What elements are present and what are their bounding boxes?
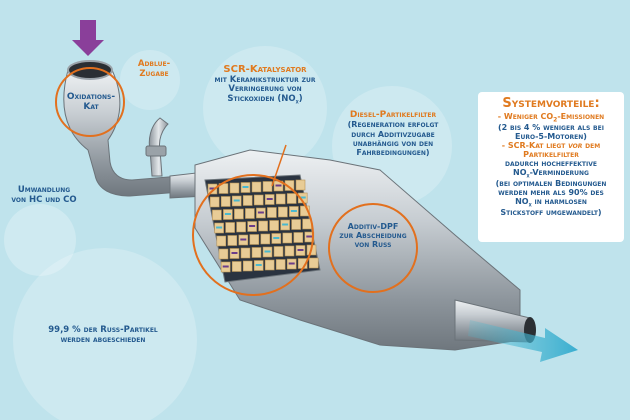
- flow-particle: [242, 186, 249, 188]
- honeycomb-cell: [218, 248, 229, 260]
- honeycomb-cell: [231, 261, 242, 272]
- bubble-particles: [13, 248, 197, 420]
- label-oxidation-cat: Oxidations- Kat: [66, 92, 116, 113]
- flow-particle: [231, 252, 238, 254]
- flow-particle: [224, 213, 231, 215]
- benefit-line-10: NOx in harmlosen: [515, 196, 587, 209]
- flow-particle: [264, 250, 271, 253]
- benefit-line-4: - SCR-Kat liegt vor dem: [501, 140, 601, 150]
- dpf-title: Diesel-Partikelfilter: [349, 110, 437, 120]
- flow-particle: [233, 199, 240, 202]
- dpf-ring: [328, 203, 418, 293]
- label-particles: 99,9 % der Ruß-Partikel werden abgeschie…: [48, 325, 158, 345]
- honeycomb-cell: [227, 235, 238, 246]
- label-adblue: Adblue- Zugabe: [137, 59, 171, 79]
- inlet-opening: [67, 60, 113, 80]
- benefit-line-5: Partikelfilter: [523, 149, 579, 159]
- flow-particle: [275, 184, 282, 187]
- flow-particle: [216, 226, 223, 229]
- bubble-scr: [203, 46, 327, 170]
- honeycomb-cell: [251, 247, 262, 258]
- scr-pointer: [271, 144, 287, 187]
- honeycomb-cell: [264, 259, 275, 271]
- flow-particle: [306, 235, 313, 238]
- honeycomb-cell: [220, 196, 231, 207]
- label-scr: SCR-Katalysator mit Keramikstruktur zur …: [200, 64, 330, 107]
- flow-particle: [222, 265, 229, 268]
- benefit-line-11: Stickstoff umgewandelt): [500, 208, 602, 218]
- honeycomb-cell: [295, 179, 306, 191]
- honeycomb-cell: [273, 246, 284, 257]
- benefit-line-8: (bei optimalen Bedingungen: [495, 178, 607, 188]
- honeycomb-cell: [284, 180, 295, 191]
- label-additive-dpf: Additiv-DPF zur Abscheidung von Ruß: [339, 222, 407, 250]
- honeycomb-cell: [236, 221, 246, 233]
- honeycomb-cell: [234, 208, 244, 220]
- honeycomb-cell: [278, 206, 288, 218]
- honeycomb-cell: [242, 195, 253, 206]
- outlet-flow-arrow: [468, 320, 578, 362]
- label-conversion: Umwandlung von HC und CO: [11, 185, 77, 205]
- scr-line-2: Verringerung von: [228, 84, 302, 95]
- flow-particle: [273, 237, 280, 239]
- honeycomb-cell: [258, 220, 268, 232]
- honeycomb-cell: [216, 235, 227, 247]
- honeycomb-cell: [240, 247, 251, 259]
- honeycomb-cell: [225, 222, 235, 233]
- flow-particle: [257, 211, 264, 214]
- flow-particle: [240, 238, 247, 241]
- flow-particle: [288, 262, 295, 265]
- honeycomb-cell: [275, 193, 286, 205]
- flow-particle: [249, 225, 256, 227]
- honeycomb-cell: [245, 208, 255, 219]
- honeycomb-cell: [291, 219, 301, 230]
- honeycomb-cell: [251, 181, 262, 193]
- flow-particle: [209, 187, 216, 190]
- honeycomb-cell: [286, 193, 297, 204]
- benefit-line-9: werden mehr als 90% des: [498, 187, 604, 197]
- honeycomb-cell: [293, 232, 304, 243]
- scr-title: SCR-Katalysator: [223, 64, 307, 75]
- honeycomb-cell: [253, 194, 264, 206]
- flow-particle: [290, 210, 297, 212]
- honeycomb-cell: [282, 232, 293, 244]
- benefit-line-3: Euro-5-Motoren): [515, 131, 587, 141]
- benefit-line-6: dadurch hocheffektive: [505, 158, 597, 168]
- dpf-body: (Regeneration erfolgt durch Additivzugab…: [347, 120, 439, 157]
- flow-particle: [299, 196, 306, 199]
- benefit-line-1: - Weniger CO2-Emissionen: [497, 111, 605, 124]
- honeycomb-cell: [229, 182, 240, 194]
- scr-ring: [192, 174, 314, 296]
- honeycomb-cell: [209, 196, 220, 208]
- honeycomb-cell: [269, 220, 279, 231]
- inlet-arrow: [72, 20, 104, 56]
- honeycomb-cell: [267, 207, 277, 218]
- benefit-line-7: NOx-Verminderung: [513, 167, 589, 180]
- label-dpf: Diesel-Partikelfilter (Regeneration erfo…: [334, 110, 452, 157]
- honeycomb-cell: [212, 209, 222, 221]
- honeycomb-cell: [308, 257, 319, 269]
- flow-particle: [282, 223, 289, 226]
- scr-line-3: Stickoxiden (NOx): [227, 94, 303, 106]
- flow-particle: [266, 198, 273, 200]
- honeycomb-cell: [242, 260, 253, 272]
- flow-particle: [297, 249, 304, 251]
- benefits-title: Systemvorteile:: [502, 96, 600, 111]
- injector-nut: [145, 145, 167, 157]
- flow-particle: [255, 264, 262, 266]
- benefit-line-2: (2 bis 4 % weniger als bei: [498, 122, 604, 132]
- system-benefits-panel: Systemvorteile: - Weniger CO2-Emissionen…: [478, 92, 624, 242]
- oxidation-cat-ring: [55, 67, 125, 137]
- bubble-adblue: [120, 50, 180, 110]
- honeycomb-cell: [260, 233, 271, 245]
- honeycomb-cell: [262, 181, 273, 192]
- honeycomb-cell: [249, 234, 260, 245]
- honeycomb-cell: [275, 259, 286, 270]
- scr-line-1: mit Keramikstruktur zur: [214, 74, 316, 85]
- bubble-hc-co: [4, 204, 76, 276]
- ceramic-honeycomb: [207, 179, 319, 273]
- honeycomb-cell: [284, 245, 295, 257]
